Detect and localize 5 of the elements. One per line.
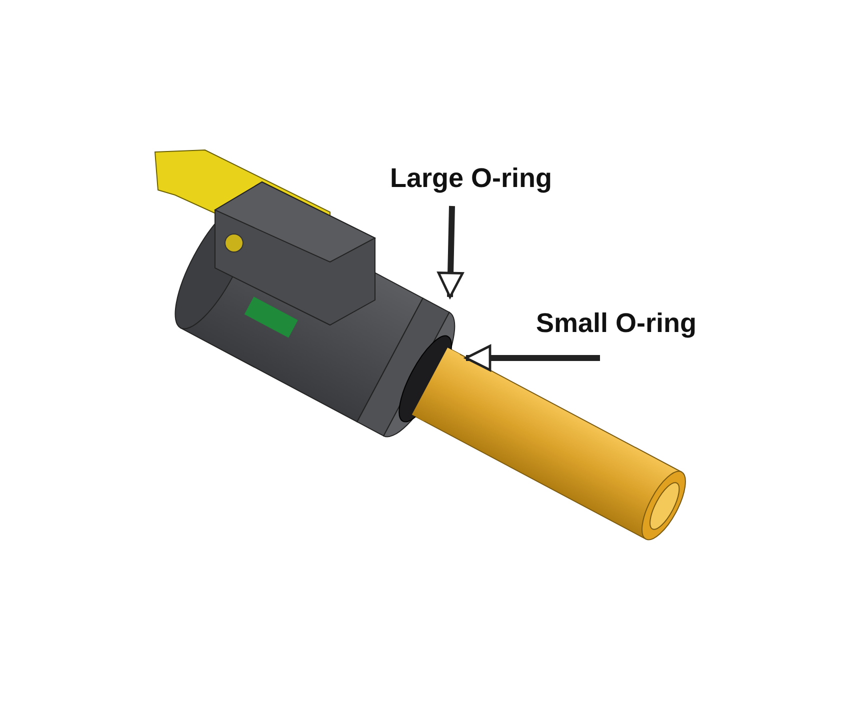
callout-label: Small O-ring — [536, 308, 697, 339]
small-o-ring — [398, 335, 460, 422]
leader-arrow — [437, 206, 464, 298]
callout-label: Large O-ring — [390, 163, 552, 194]
leader-arrow — [464, 344, 600, 372]
